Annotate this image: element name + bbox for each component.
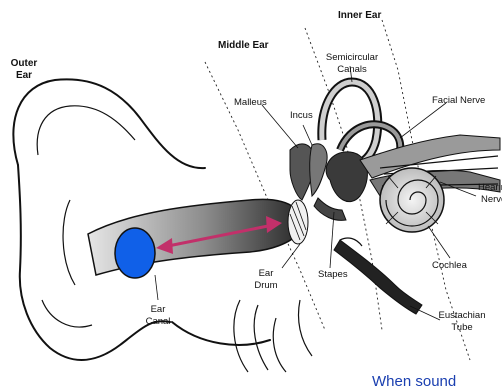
label-ear-drum-line2: Drum xyxy=(254,280,277,291)
label-outer-ear-line1: Outer xyxy=(11,58,38,69)
label-semicircular-line2: Canals xyxy=(337,64,367,75)
label-inner-ear: Inner Ear xyxy=(338,10,381,21)
label-hearing-nerve-line1: Hearing xyxy=(478,182,502,193)
label-cochlea: Cochlea xyxy=(432,260,468,271)
label-eustachian-line1: Eustachian xyxy=(438,310,485,321)
label-malleus: Malleus xyxy=(234,97,267,108)
caption-text: When sound xyxy=(372,373,456,390)
label-ear-canal-line2: Canal xyxy=(146,316,171,327)
label-stapes: Stapes xyxy=(318,269,348,280)
label-semicircular-line1: Semicircular xyxy=(326,52,378,63)
label-ear-canal-line1: Ear xyxy=(151,304,166,315)
label-middle-ear: Middle Ear xyxy=(218,40,269,51)
cochlea-shape xyxy=(380,168,444,232)
label-outer-ear-line2: Ear xyxy=(16,70,32,81)
label-hearing-nerve-line2: Nerve xyxy=(481,194,502,205)
label-facial-nerve: Facial Nerve xyxy=(432,95,485,106)
label-ear-drum-line1: Ear xyxy=(259,268,274,279)
blue-marker-circle xyxy=(115,228,155,278)
ear-drum-shape xyxy=(288,200,308,244)
label-incus: Incus xyxy=(290,110,313,121)
label-eustachian-line2: Tube xyxy=(451,322,472,333)
